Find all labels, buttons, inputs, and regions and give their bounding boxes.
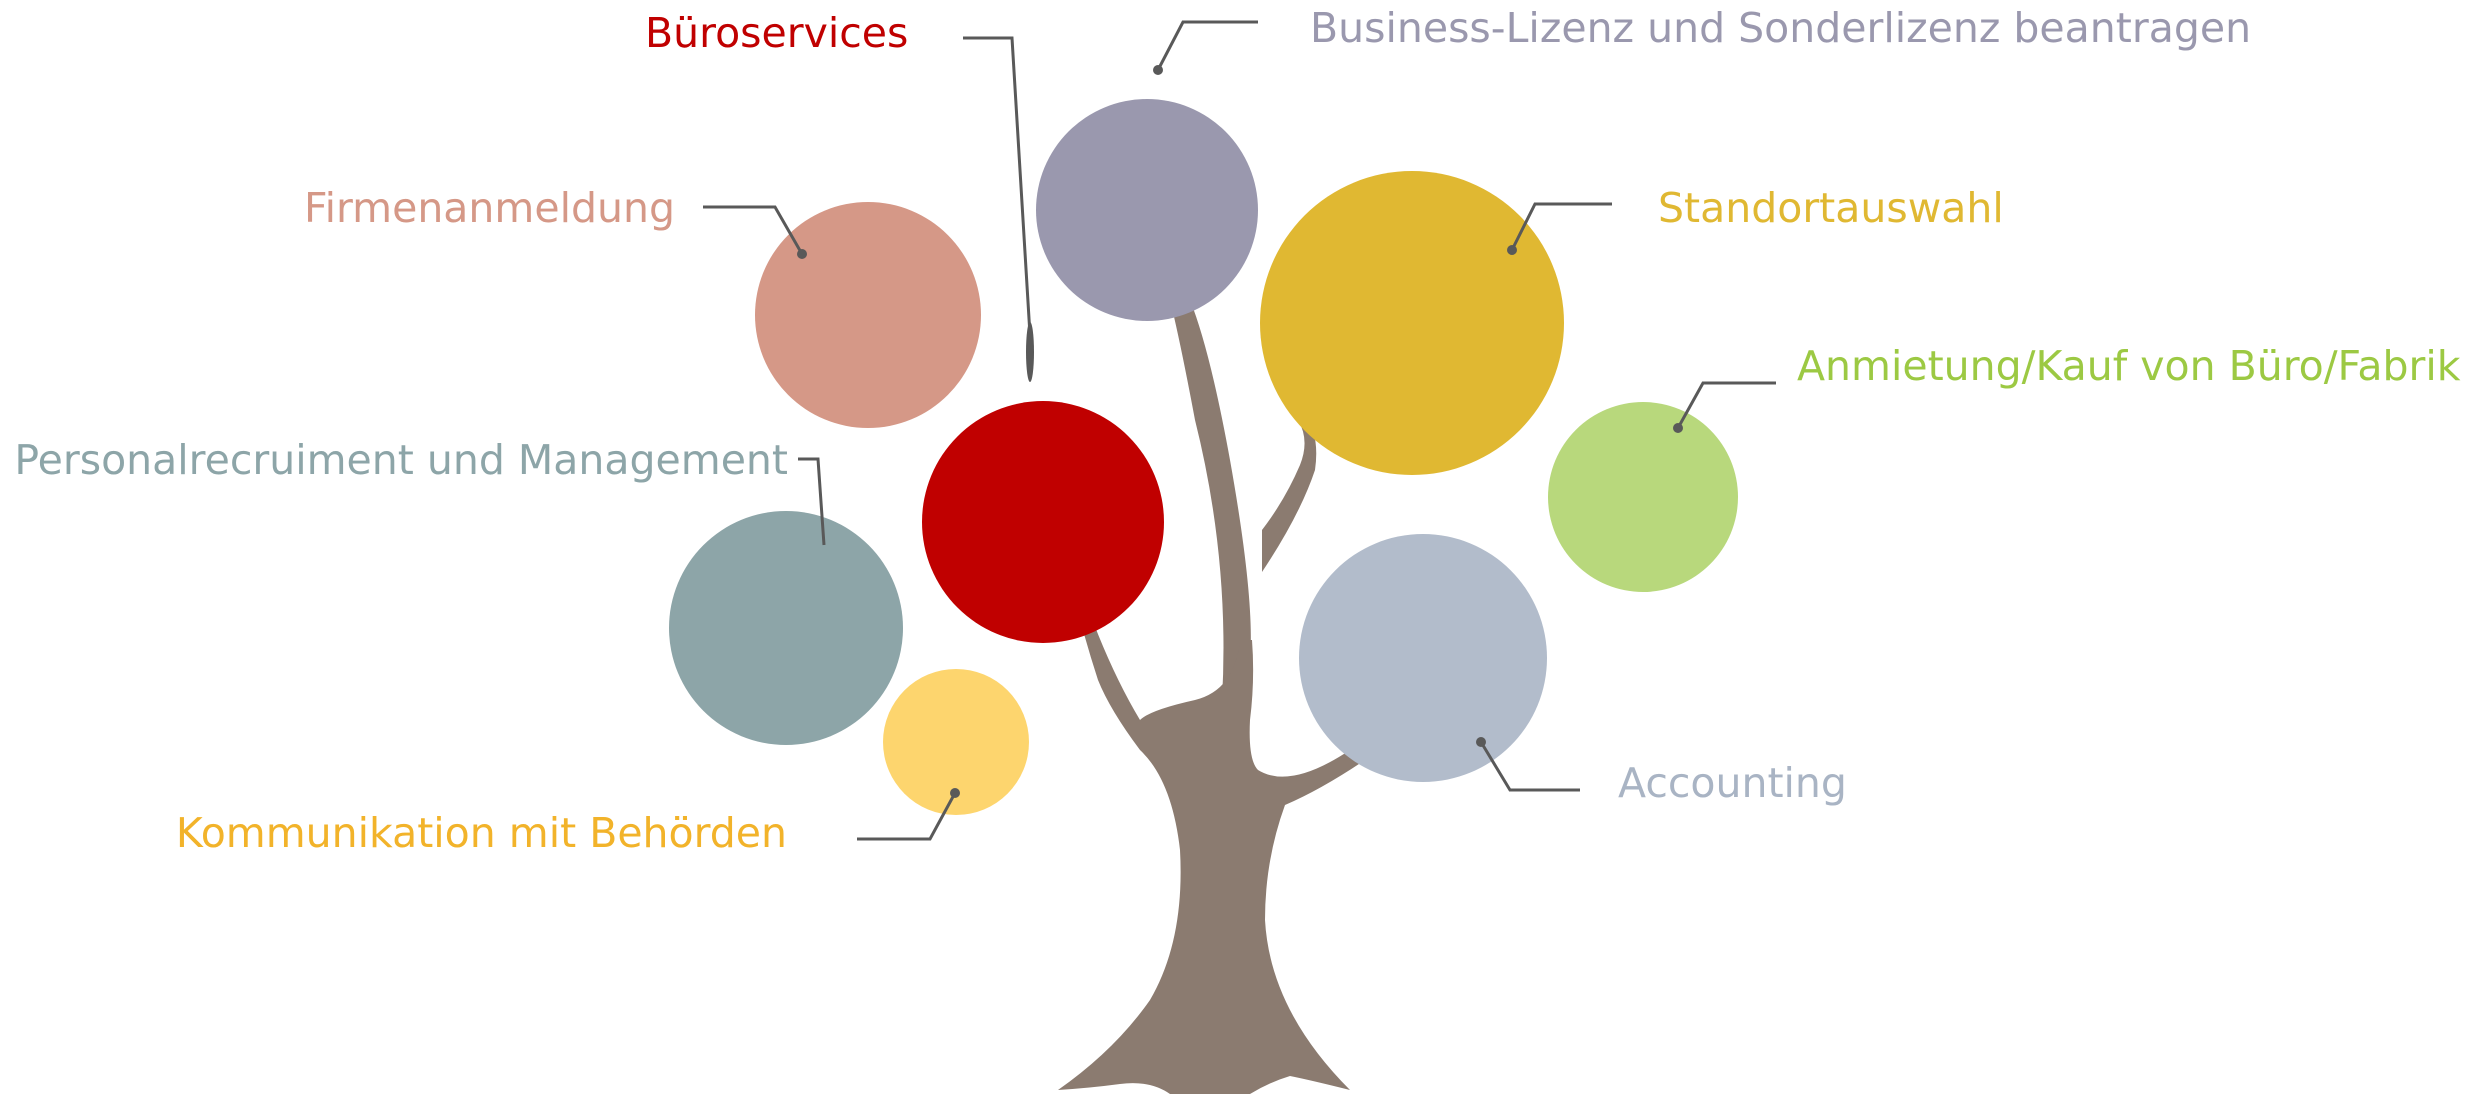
leader-dot-anmietung bbox=[1673, 423, 1683, 433]
leader-dot-accounting bbox=[1476, 737, 1486, 747]
leader-end-bueroservices bbox=[1026, 322, 1034, 382]
node-circle-anmietung bbox=[1548, 402, 1738, 592]
node-circles bbox=[669, 99, 1738, 815]
leader-line-personal bbox=[798, 457, 826, 546]
node-label-kommunikation: Kommunikation mit Behörden bbox=[176, 809, 787, 857]
node-label-personal: Personalrecruiment und Management bbox=[14, 436, 788, 484]
node-labels: Büroservices Business-Lizenz und Sonderli… bbox=[14, 4, 2460, 857]
tree-trunk-shape bbox=[1170, 300, 1251, 780]
node-circle-bueroservices bbox=[922, 401, 1164, 643]
node-circle-business-lizenz bbox=[1036, 99, 1258, 321]
leader-lines bbox=[703, 20, 1776, 841]
tree-trunk-base bbox=[1058, 600, 1362, 1094]
tree-trunk bbox=[1058, 300, 1362, 1094]
node-label-bueroservices: Büroservices bbox=[645, 9, 908, 57]
leader-dot-firmenanmeldung bbox=[797, 249, 807, 259]
node-label-anmietung: Anmietung/Kauf von Büro/Fabrik bbox=[1797, 342, 2461, 390]
leader-line-kommunikation bbox=[857, 792, 957, 841]
node-label-standortauswahl: Standortauswahl bbox=[1658, 184, 2004, 232]
leader-line-business-lizenz bbox=[1156, 20, 1258, 71]
leader-dot-business-lizenz bbox=[1153, 65, 1163, 75]
leader-line-accounting bbox=[1479, 741, 1580, 792]
leader-line-anmietung bbox=[1676, 381, 1776, 429]
leader-line-standortauswahl bbox=[1510, 202, 1612, 251]
node-circle-accounting bbox=[1299, 534, 1547, 782]
node-circle-firmenanmeldung bbox=[755, 202, 981, 428]
node-label-business-lizenz: Business-Lizenz und Sonderlizenz beantra… bbox=[1310, 4, 2251, 52]
node-circle-kommunikation bbox=[883, 669, 1029, 815]
leader-dot-kommunikation bbox=[950, 788, 960, 798]
node-circle-standortauswahl bbox=[1260, 171, 1564, 475]
node-label-accounting: Accounting bbox=[1618, 759, 1847, 807]
leader-line-bueroservices bbox=[963, 36, 1032, 336]
tree-branch-right bbox=[1262, 415, 1317, 572]
leader-line-firmenanmeldung bbox=[703, 205, 804, 255]
node-label-firmenanmeldung: Firmenanmeldung bbox=[304, 184, 675, 232]
node-circle-personal bbox=[669, 511, 903, 745]
leader-dot-standortauswahl bbox=[1507, 245, 1517, 255]
